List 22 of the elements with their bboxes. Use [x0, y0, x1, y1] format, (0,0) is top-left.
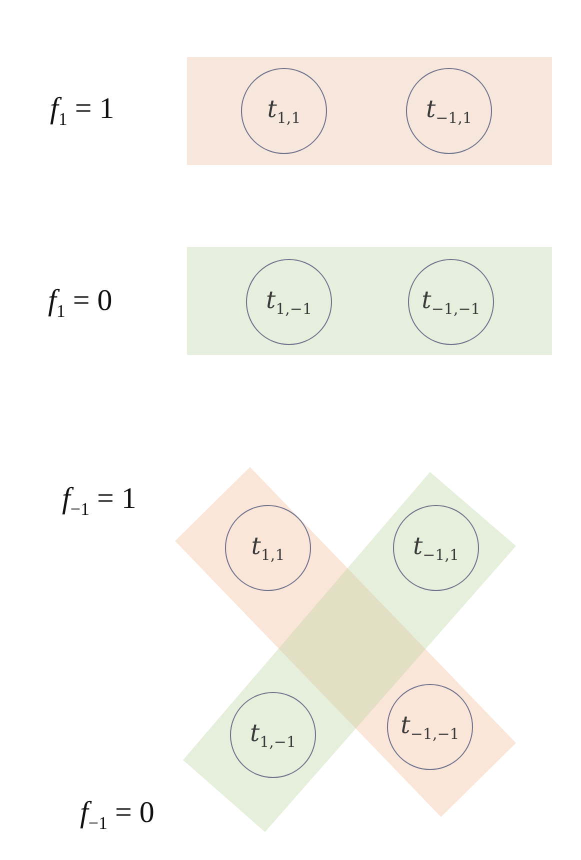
state-label: t$_{−1,−1}$ — [422, 286, 480, 318]
band — [187, 247, 552, 355]
band — [187, 57, 552, 165]
equation-label: f$_{1}$ = 0 — [48, 284, 112, 322]
state-circle — [408, 259, 494, 345]
state-circle — [230, 692, 316, 778]
state-label: t$_{1,−1}$ — [266, 286, 312, 318]
state-label: t$_{−1,−1}$ — [400, 711, 460, 743]
state-circle — [246, 259, 332, 345]
state-label: t$_{1,1}$ — [251, 532, 285, 564]
state-circle — [406, 68, 492, 154]
state-circle — [241, 68, 327, 154]
state-label: t$_{−1,1}$ — [412, 532, 460, 564]
equation-label: f$_{−1}$ = 1 — [62, 482, 136, 520]
state-circle — [225, 505, 311, 591]
state-circle — [393, 505, 479, 591]
state-label: t$_{−1,1}$ — [426, 95, 472, 127]
state-label: t$_{1,−1}$ — [250, 719, 296, 751]
state-label: t$_{1,1}$ — [267, 95, 301, 127]
state-circle — [387, 684, 473, 770]
equation-label: f$_{−1}$ = 0 — [80, 796, 154, 834]
equation-label: f$_{1}$ = 1 — [50, 92, 114, 130]
